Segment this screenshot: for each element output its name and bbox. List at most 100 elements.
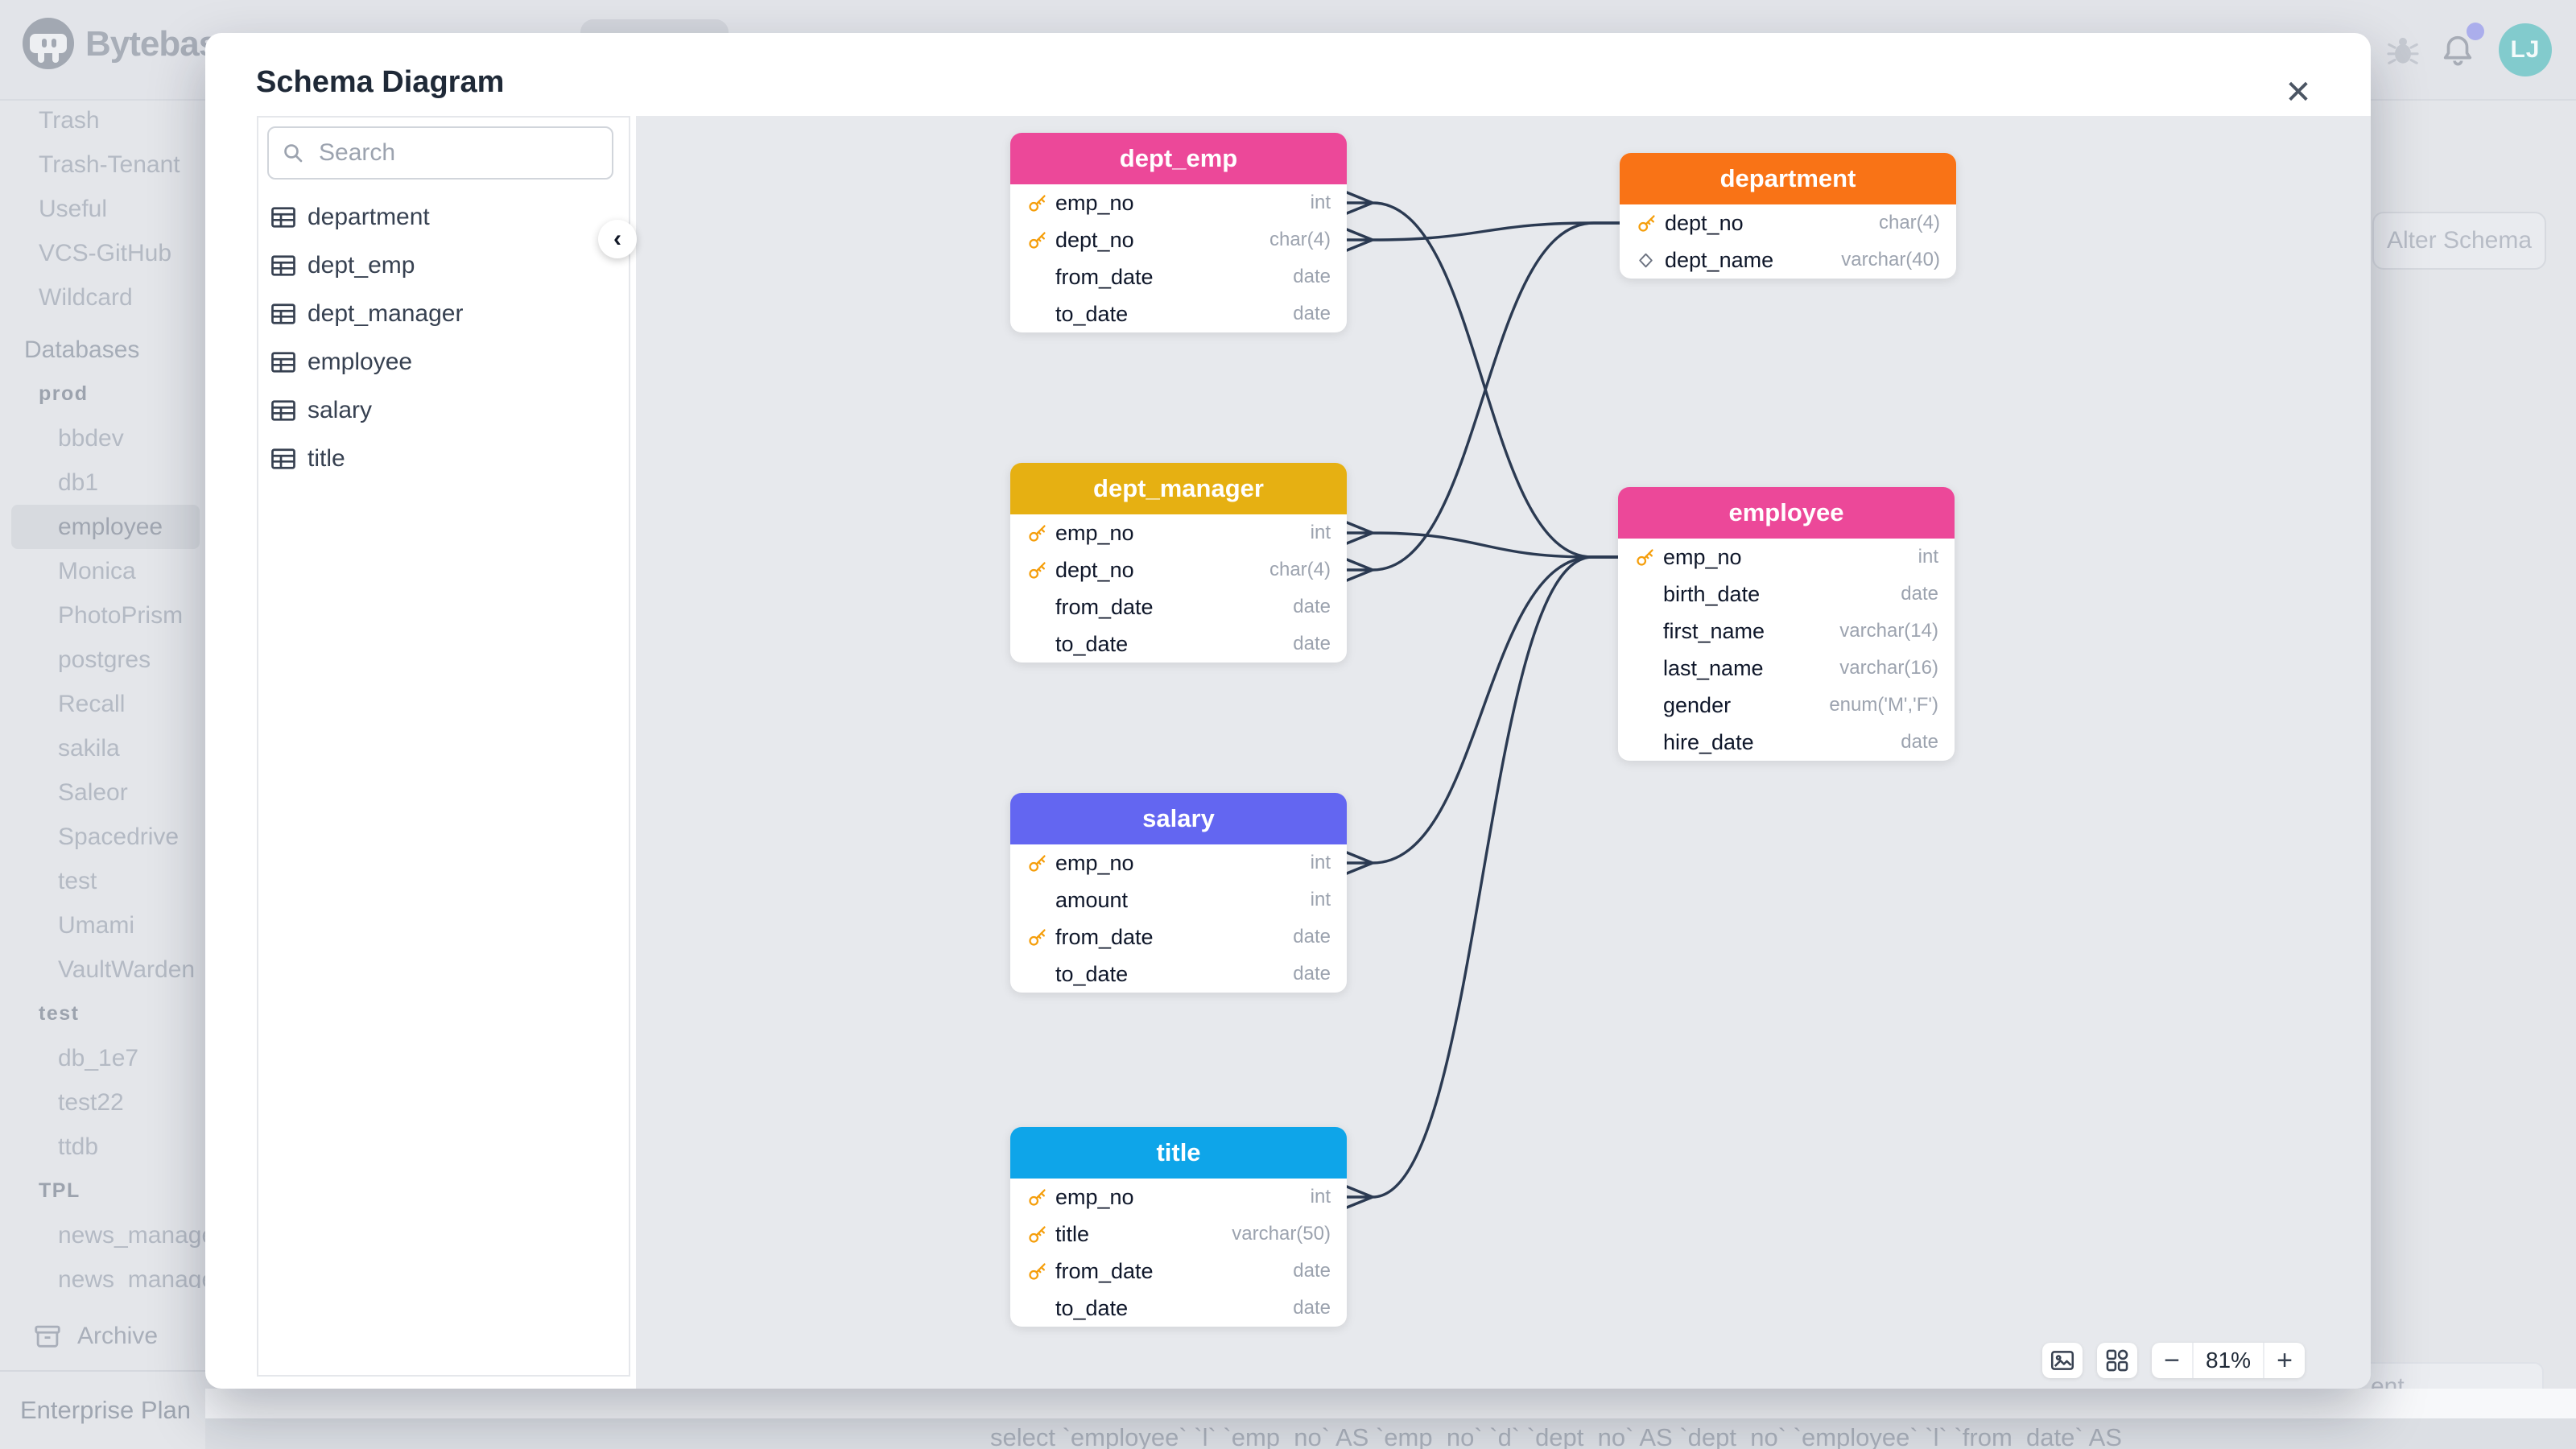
diamond-icon-slot — [1636, 250, 1665, 270]
close-icon[interactable]: ✕ — [2285, 75, 2312, 110]
plan-label: Enterprise Plan — [20, 1396, 191, 1424]
sidebar-item-news-manage: news_manage — [58, 1221, 205, 1249]
sidebar-item-databases: Databases — [24, 336, 140, 363]
relationship-wires — [1345, 191, 1621, 1209]
primary-key-icon-slot — [1026, 1224, 1055, 1245]
field-type: char(4) — [1878, 212, 1940, 233]
primary-key-icon — [1638, 214, 1655, 232]
image-icon — [2050, 1351, 2074, 1370]
field-type: int — [1310, 889, 1331, 910]
field-name: gender — [1663, 692, 1732, 717]
sidebar-item-recall: Recall — [58, 690, 126, 717]
field-name: hire_date — [1663, 729, 1754, 754]
field-type: char(4) — [1269, 229, 1331, 250]
schema-table-item-salary[interactable]: salary — [258, 386, 629, 435]
schema-table-item-department[interactable]: department — [258, 193, 629, 242]
zoom-in-button[interactable]: + — [2277, 1344, 2293, 1376]
table-item-label: department — [308, 204, 430, 230]
sidebar-item-photoprism: PhotoPrism — [58, 601, 184, 629]
table-icon — [271, 448, 295, 469]
field-name: from_date — [1055, 594, 1154, 619]
sql-editor-bar: select `employee` `l` `emp_no` AS `emp_n… — [205, 1418, 2576, 1449]
primary-key-icon-slot — [1026, 522, 1055, 544]
field-type: date — [1901, 731, 1938, 753]
fit-view-button[interactable] — [2097, 1343, 2137, 1378]
relationship-wire-salary-emp-no-to-employee-emp-no — [1345, 555, 1620, 875]
table-icon — [271, 255, 295, 276]
primary-key-icon-slot — [1026, 1261, 1055, 1282]
primary-key-icon — [1029, 524, 1046, 542]
primary-key-icon-slot — [1026, 192, 1055, 214]
sidebar-item-employee: employee — [11, 505, 200, 549]
field-type: varchar(40) — [1841, 249, 1940, 270]
field-type: date — [1293, 926, 1331, 947]
search-box[interactable] — [267, 126, 613, 180]
field-type: date — [1293, 963, 1331, 985]
primary-key-icon — [1029, 231, 1046, 249]
collapse-panel-button[interactable]: ‹ — [598, 220, 637, 258]
sidebar-item-umami: Umami — [58, 911, 134, 939]
field-type: varchar(50) — [1232, 1223, 1331, 1245]
field-type: date — [1293, 633, 1331, 654]
zoom-out-button[interactable]: − — [2164, 1344, 2180, 1376]
field-type: varchar(16) — [1839, 657, 1938, 679]
field-type: enum('M','F') — [1829, 694, 1938, 716]
primary-key-icon-slot — [1026, 927, 1055, 948]
primary-key-icon-slot — [1026, 852, 1055, 874]
field-type: date — [1293, 596, 1331, 617]
table-icon — [271, 352, 295, 373]
grid-icon — [2106, 1349, 2128, 1372]
sidebar-divider — [0, 1370, 205, 1372]
export-image-button[interactable] — [2042, 1343, 2083, 1378]
table-card-header: title — [1010, 1127, 1347, 1179]
table-card-header: dept_emp — [1010, 133, 1347, 184]
sidebar-item-useful: Useful — [39, 195, 108, 222]
schema-table-item-title[interactable]: title — [258, 435, 629, 483]
sidebar-item-trash-tenant: Trash-Tenant — [39, 151, 180, 178]
sidebar-item-db1: db1 — [58, 469, 99, 496]
primary-key-icon-slot — [1026, 559, 1055, 581]
avatar: LJ — [2499, 23, 2552, 76]
chevron-left-icon: ‹ — [613, 225, 621, 252]
search-input[interactable] — [317, 138, 601, 167]
sidebar-item-test22: test22 — [58, 1088, 124, 1116]
diagram-controls: − 81% + — [2042, 1343, 2305, 1378]
field-name: birth_date — [1663, 581, 1761, 606]
sidebar-item-postgres: postgres — [58, 646, 151, 673]
field-name: to_date — [1055, 1295, 1129, 1320]
table-icon — [271, 207, 295, 228]
modal-title: Schema Diagram — [256, 65, 505, 99]
schema-table-item-dept-manager[interactable]: dept_manager — [258, 290, 629, 338]
primary-key-icon — [1029, 1188, 1046, 1206]
sidebar-item-saleor: Saleor — [58, 778, 128, 806]
sidebar-item-test: test — [39, 1002, 80, 1025]
sidebar-item-trash: Trash — [39, 106, 100, 134]
primary-key-icon — [1029, 1225, 1046, 1243]
field-type: int — [1918, 546, 1938, 568]
diamond-icon — [1639, 253, 1653, 267]
primary-key-icon — [1029, 561, 1046, 579]
relationship-wire-dept-emp-dept-no-to-department-dept-no — [1345, 221, 1621, 252]
schema-table-item-dept-emp[interactable]: dept_emp — [258, 242, 629, 290]
table-card-header: dept_manager — [1010, 463, 1347, 514]
schema-table-item-employee[interactable]: employee — [258, 338, 629, 386]
